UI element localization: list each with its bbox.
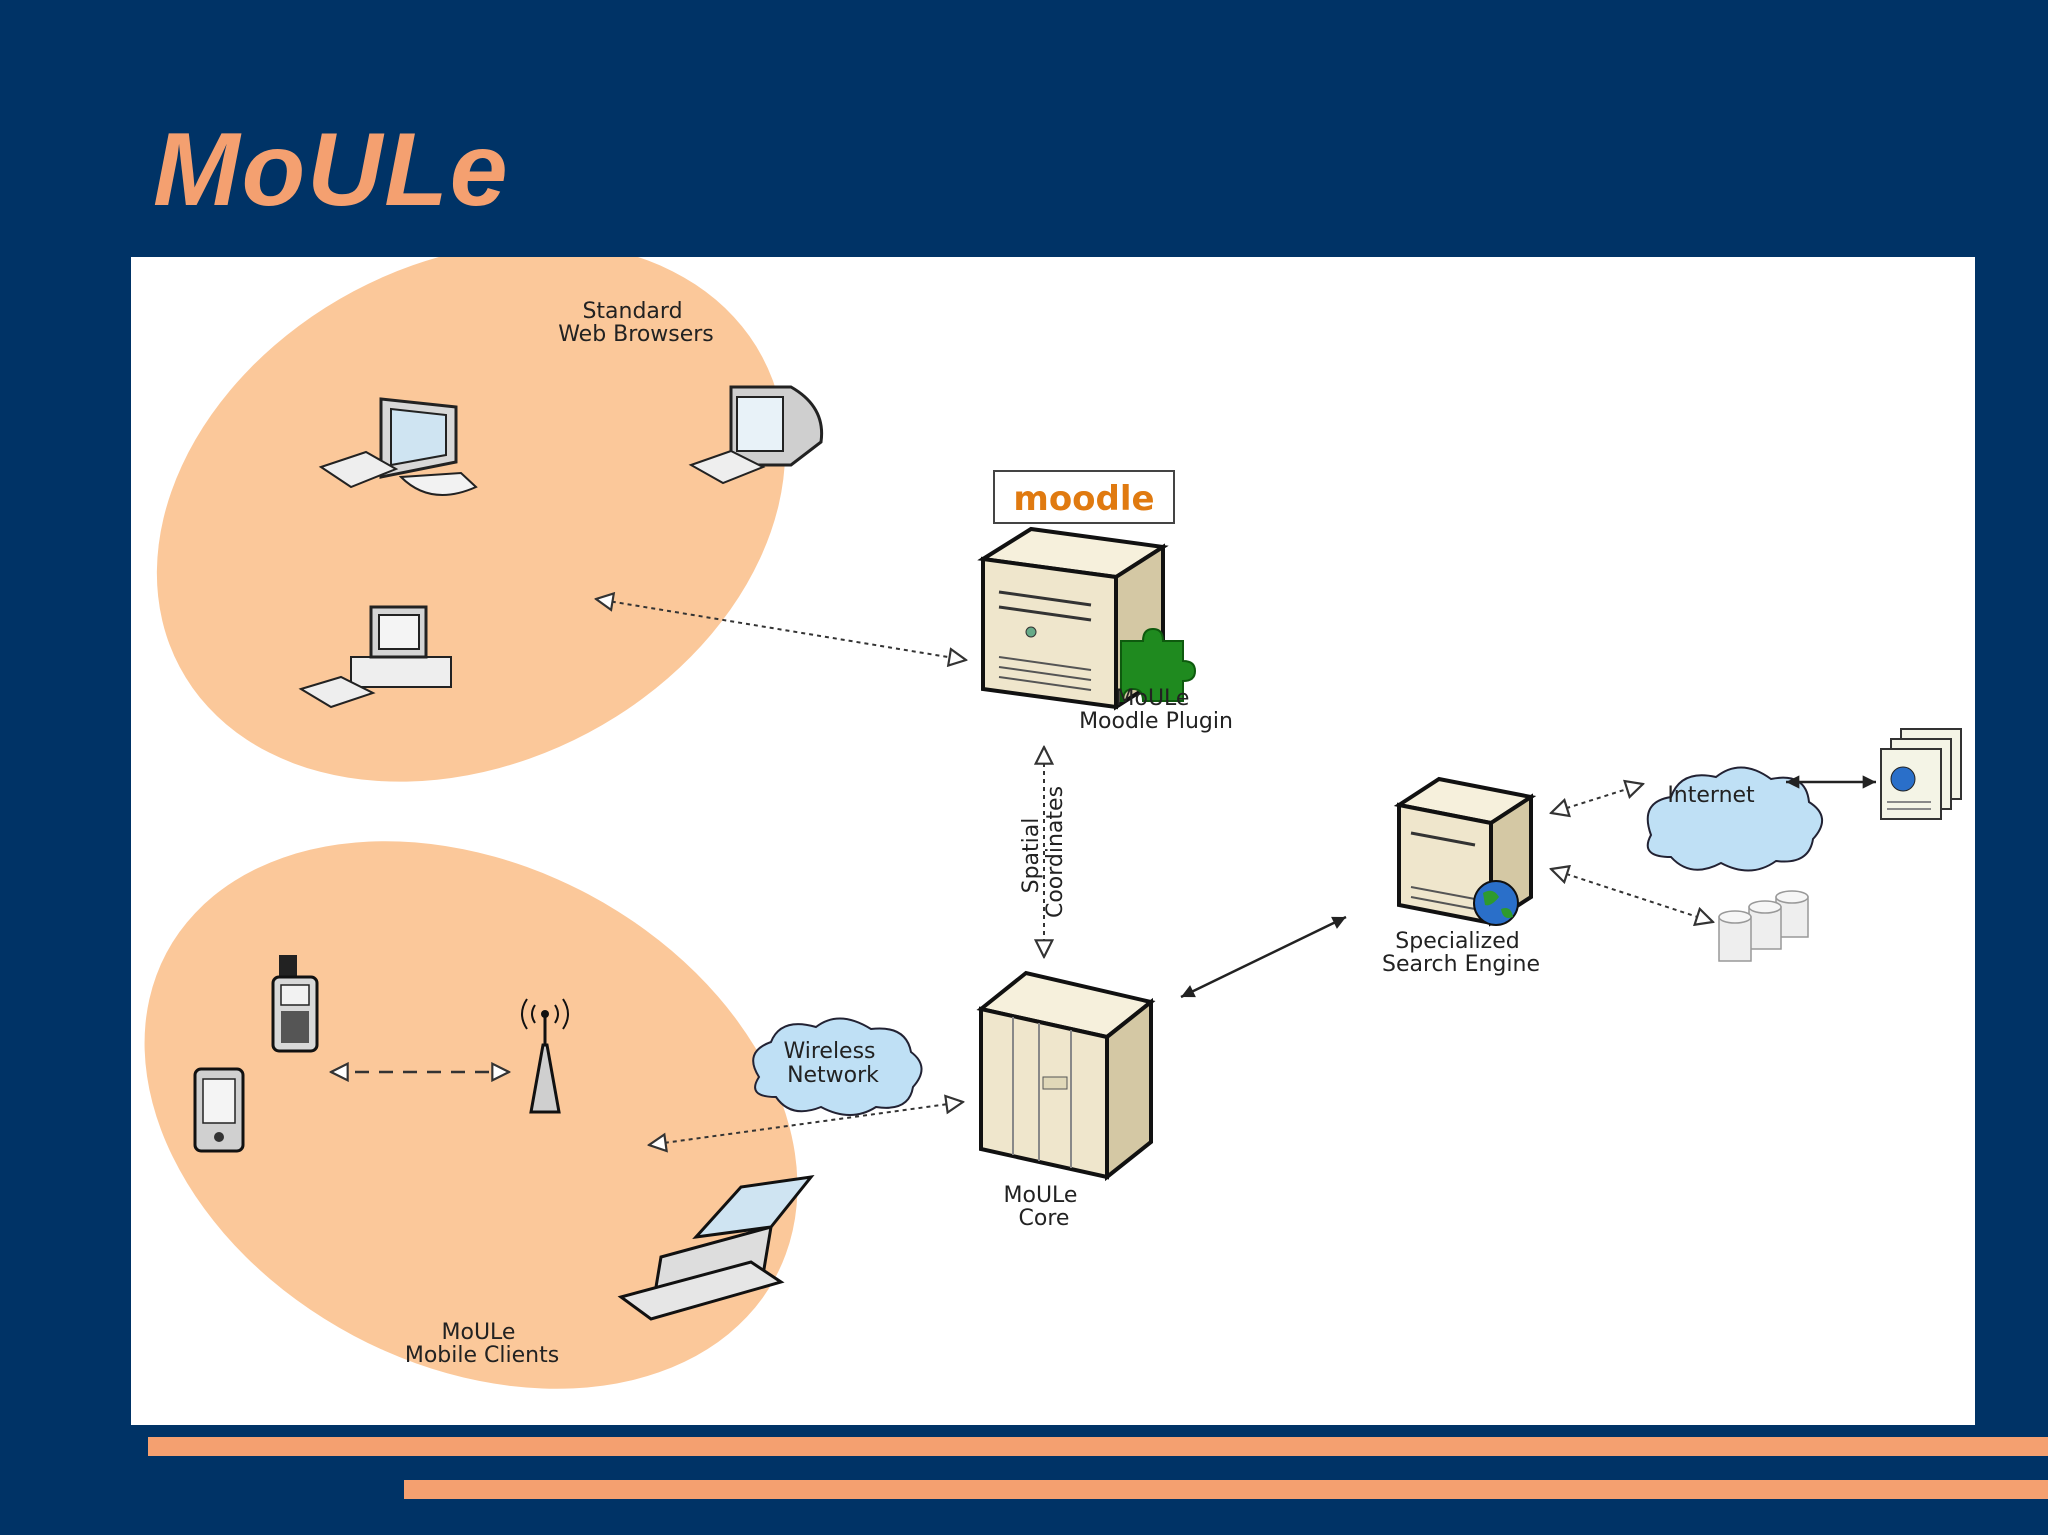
- footer-accent-bar: [148, 1437, 2048, 1456]
- workstation-icon: [298, 605, 452, 709]
- laptop-icon: [617, 1174, 815, 1321]
- browsers-plugin-link: [596, 599, 966, 660]
- search-engine-label: Specialized Search Engine: [1382, 929, 1540, 977]
- core-label: MoULe Core: [1004, 1183, 1085, 1231]
- wireless-network-label: Wireless Network: [783, 1039, 882, 1088]
- internet-label: Internet: [1667, 783, 1755, 808]
- search-internet-link: [1551, 784, 1643, 813]
- slide-title: MoULe: [153, 112, 510, 228]
- architecture-diagram: Standard Web Browsers moodle: [131, 257, 1975, 1425]
- crt-computer-icon: [688, 385, 824, 485]
- puzzle-piece-icon: [1120, 627, 1197, 702]
- desktop-computer-icon: [318, 397, 478, 496]
- globe-icon: [1473, 880, 1519, 926]
- search-database-link: [1551, 869, 1713, 922]
- web-browsers-cluster: [156, 257, 786, 782]
- moodle-plugin-label: MoULe Moodle Plugin: [1079, 686, 1233, 734]
- antenna-icon: [521, 998, 569, 1114]
- spatial-coordinates-label: Spatial Coordinates: [1019, 786, 1068, 918]
- cellphone-icon: [271, 955, 319, 1053]
- mobile-clients-label: MoULe Mobile Clients: [405, 1320, 559, 1368]
- mobile-core-link: [649, 1102, 963, 1145]
- database-icon: [1718, 890, 1809, 962]
- svg-text:moodle: moodle: [1013, 479, 1154, 519]
- moodle-logo: moodle: [993, 470, 1175, 524]
- footer-accent-bar: [404, 1480, 2048, 1499]
- pda-icon: [193, 1067, 245, 1153]
- documents-icon: [1880, 728, 1962, 820]
- server-icon: [976, 970, 1156, 1182]
- core-search-link: [1180, 915, 1347, 999]
- web-browsers-label: Standard Web Browsers: [558, 299, 714, 347]
